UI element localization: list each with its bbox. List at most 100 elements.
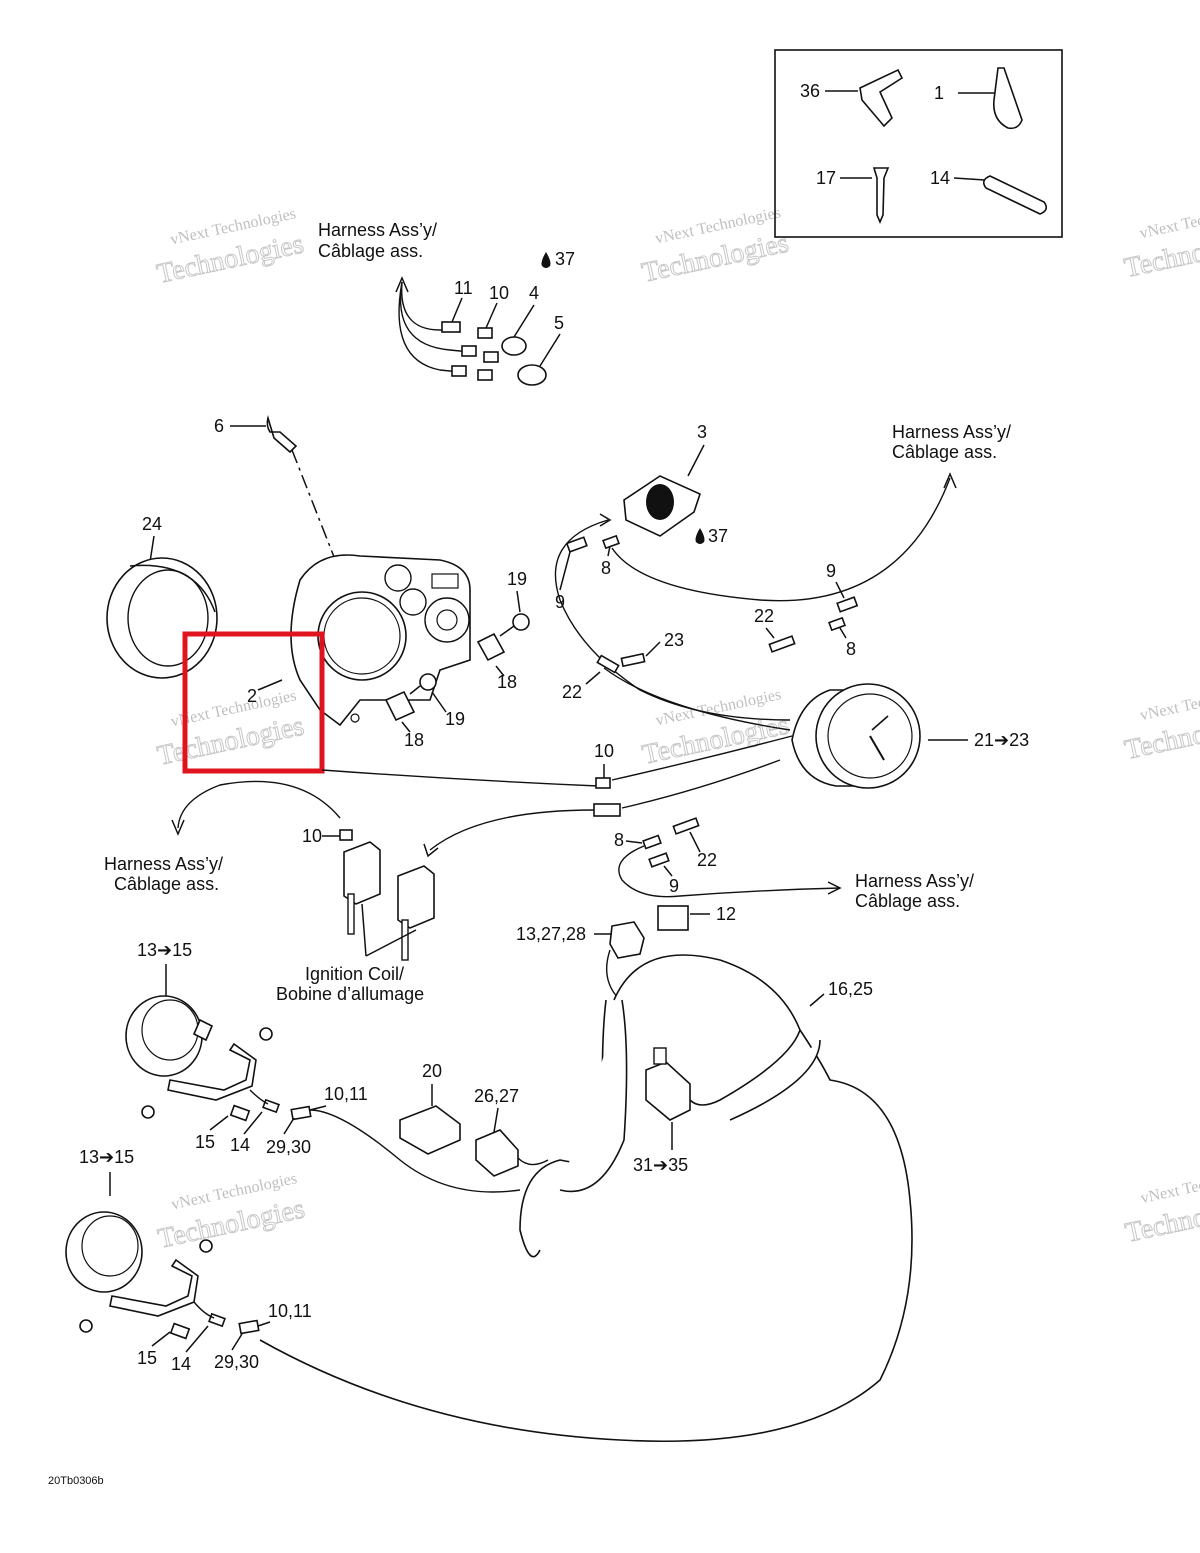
callout-29-30[interactable]: 29,30 [214,1352,259,1372]
callout-10[interactable]: 10 [489,283,509,303]
hardware-inset: 36 1 17 14 [774,49,1063,238]
callout-10-11[interactable]: 10,11 [268,1301,312,1321]
terminal-part [451,365,467,377]
terminal-part-10[interactable] [339,829,353,841]
terminal-part-10[interactable] [477,327,493,339]
callout-24[interactable]: 24 [142,514,162,534]
headlight-part-13[interactable] [65,1211,143,1293]
bulb-part-5[interactable] [517,364,547,386]
gauge-part-21[interactable] [815,683,921,789]
terminal-part-14[interactable] [208,1312,226,1328]
callout-6[interactable]: 6 [214,416,224,436]
callout-36[interactable]: 36 [800,81,820,101]
terminal-part-23[interactable] [620,652,646,668]
switch-group-3: 3 37 [623,422,728,546]
callout-18[interactable]: 18 [497,672,517,692]
terminal-part-9[interactable] [836,596,859,613]
callout-13-15[interactable]: 13➔15 [137,940,192,960]
callout-3[interactable]: 3 [697,422,707,442]
callout-22[interactable]: 22 [562,682,582,702]
callout-11[interactable]: 11 [454,278,473,298]
terminal-part-29[interactable] [238,1319,260,1335]
callout-23[interactable]: 23 [664,630,684,650]
screw-part-19[interactable] [419,673,437,691]
spacer-part-18[interactable] [476,632,506,662]
harness-label-line1: Harness Ass’y/ [318,220,437,240]
connector-part-26[interactable] [475,1129,519,1177]
harness-label-line1: Harness Ass’y/ [892,422,1011,442]
callout-9[interactable]: 9 [669,876,679,896]
callout-37[interactable]: 37 [708,526,728,546]
terminal-part-8[interactable] [642,834,662,850]
bulb-part-4[interactable] [501,336,527,356]
ignition-coil-part [397,865,435,929]
sleeve-part-14[interactable] [982,175,1048,215]
callout-22[interactable]: 22 [697,850,717,870]
callout-15[interactable]: 15 [137,1348,157,1368]
callout-10[interactable]: 10 [302,826,322,846]
callout-10-11[interactable]: 10,11 [324,1084,368,1104]
screw-part-6[interactable] [266,414,298,454]
highlight-box [182,631,325,774]
callout-13-15[interactable]: 13➔15 [79,1147,134,1167]
ignition-coil-group: Ignition Coil/ Bobine d’allumage [276,841,435,1004]
headlight-upper-group: 13➔15 15 14 29,30 10,11 [125,940,521,1193]
connector-part-12[interactable] [657,905,689,931]
callout-26-27[interactable]: 26,27 [474,1086,519,1106]
callout-18[interactable]: 18 [404,730,424,750]
callout-16-25[interactable]: 16,25 [828,979,873,999]
callout-2[interactable]: 2 [247,686,257,706]
gauge-group: 21➔23 [791,683,1029,789]
terminal-part-9[interactable] [565,536,588,553]
callout-14[interactable]: 14 [230,1135,250,1155]
callout-8[interactable]: 8 [846,639,856,659]
callout-17[interactable]: 17 [816,168,836,188]
callout-8[interactable]: 8 [614,830,624,850]
fastener-group: 19 18 19 18 [384,569,530,750]
terminal-part-22[interactable] [672,817,700,835]
drop-icon [695,528,705,544]
terminal-part-11[interactable] [441,321,461,333]
callout-13-27-28[interactable]: 13,27,28 [516,924,586,944]
callout-15[interactable]: 15 [195,1132,215,1152]
callout-29-30[interactable]: 29,30 [266,1137,311,1157]
screw-part-19[interactable] [512,613,530,631]
terminal-part-29[interactable] [290,1105,312,1121]
terminal-part-15[interactable] [229,1104,251,1122]
terminal-part-8[interactable] [828,616,846,632]
headlight-part-13[interactable] [125,995,203,1077]
terminal-part-8[interactable] [602,534,620,550]
callout-12[interactable]: 12 [716,904,736,924]
terminal-part-22[interactable] [596,654,620,674]
terminal-part-15[interactable] [169,1322,191,1340]
callout-14[interactable]: 14 [930,168,950,188]
callout-8[interactable]: 8 [601,558,611,578]
callout-4[interactable]: 4 [529,283,539,303]
callout-9[interactable]: 9 [555,592,565,612]
relay-part-20[interactable] [399,1105,461,1155]
spacer-part-18[interactable] [384,690,416,722]
callout-19[interactable]: 19 [507,569,527,589]
callout-19[interactable]: 19 [445,709,465,729]
callout-21[interactable]: 21➔23 [974,730,1029,750]
cable-tie-part-1[interactable] [992,67,1023,130]
terminal-part-14[interactable] [262,1098,280,1114]
callout-9[interactable]: 9 [826,561,836,581]
connector-part-13[interactable] [609,921,645,959]
terminal-part-10[interactable] [595,777,611,789]
callout-1[interactable]: 1 [934,83,944,103]
callout-10[interactable]: 10 [594,741,614,761]
bracket-part-36[interactable] [859,68,904,128]
callout-22[interactable]: 22 [754,606,774,626]
callout-14[interactable]: 14 [171,1354,191,1374]
bezel-part-24[interactable] [106,557,218,679]
callout-31-35[interactable]: 31➔35 [633,1155,688,1175]
callout-5[interactable]: 5 [554,313,564,333]
terminal-part-9[interactable] [648,852,670,868]
callout-37[interactable]: 37 [555,249,575,269]
ignition-label-line1: Ignition Coil/ [305,964,404,984]
rivet-part-17[interactable] [872,167,890,225]
terminal-part-22[interactable] [768,635,796,653]
callout-20[interactable]: 20 [422,1061,442,1081]
